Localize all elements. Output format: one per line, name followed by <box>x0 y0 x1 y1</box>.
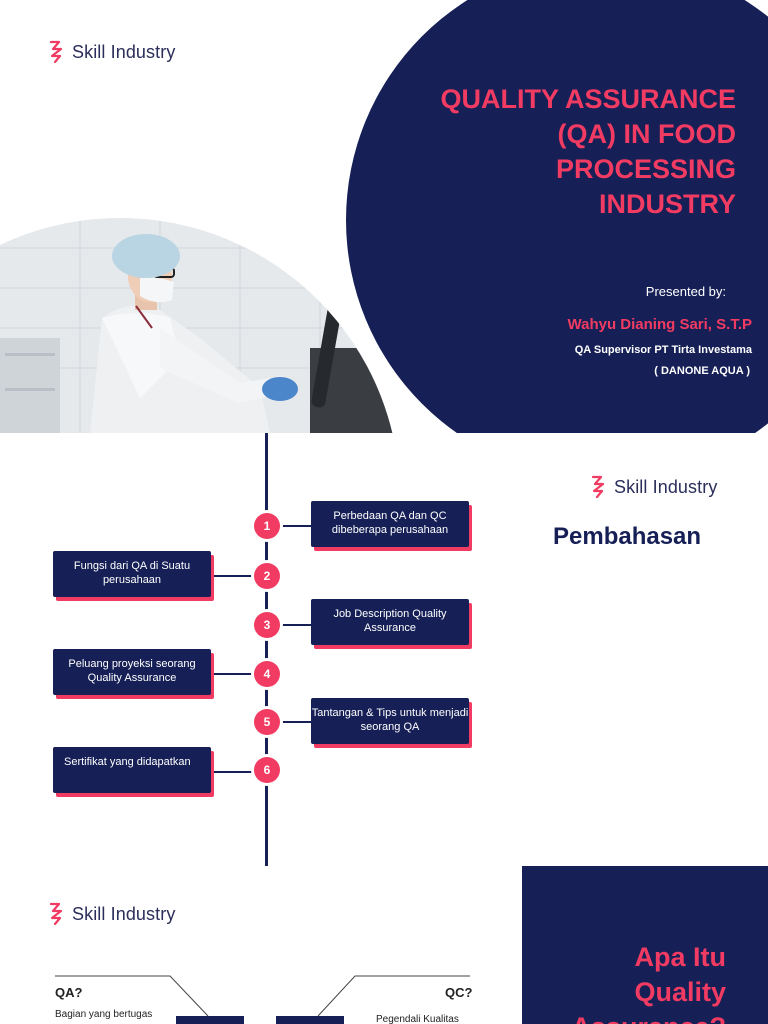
presenter-name: Wahyu Dianing Sari, S.T.P <box>567 316 752 333</box>
section-title: Apa Itu Quality Assurance? <box>571 940 726 1024</box>
title-line: INDUSTRY <box>598 189 736 219</box>
agenda-number-3: 3 <box>254 612 280 638</box>
navy-panel <box>522 866 768 1024</box>
agenda-item-2: Fungsi dari QA di Suatu perusahaan <box>53 551 211 597</box>
agenda-item-text: Sertifikat yang didapatkan <box>64 756 191 768</box>
qa-qc-connector-lines <box>55 975 470 1017</box>
lab-worker-photo <box>0 218 430 433</box>
logo-mark-icon <box>49 40 63 64</box>
agenda-item-text: Job Description Quality Assurance <box>333 608 447 634</box>
logo-text: Skill Industry <box>614 476 718 497</box>
agenda-item-5: Tantangan & Tips untuk menjadi seorang Q… <box>311 698 469 744</box>
qc-question-label: QC? <box>445 985 473 1000</box>
connector-1 <box>268 525 312 527</box>
agenda-slide: 1 2 3 4 5 6 Perbedaan QA dan QC dibebera… <box>0 433 768 866</box>
logo-text: Skill Industry <box>72 41 176 62</box>
section-title-line: Apa Itu <box>634 942 727 972</box>
logo-mark-icon <box>49 902 63 926</box>
qc-box <box>276 1016 344 1024</box>
title-slide: Skill Industry <box>0 0 768 433</box>
agenda-item-text: Fungsi dari QA di Suatu perusahaan <box>73 560 191 586</box>
navy-circle-background <box>346 0 768 433</box>
connector-4 <box>211 673 265 675</box>
agenda-number-1: 1 <box>254 513 280 539</box>
presenter-organization: ( DANONE AQUA ) <box>654 365 750 377</box>
timeline-line <box>265 433 268 866</box>
agenda-item-4: Peluang proyeksi seorang Quality Assuran… <box>53 649 211 695</box>
title-line: (QA) IN FOOD <box>557 119 736 149</box>
agenda-item-text: Tantangan & Tips untuk menjadi seorang Q… <box>311 707 469 733</box>
connector-6 <box>211 771 265 773</box>
agenda-item-3: Job Description Quality Assurance <box>311 599 469 645</box>
presentation-title: QUALITY ASSURANCE (QA) IN FOOD PROCESSIN… <box>406 82 736 222</box>
qa-box <box>176 1016 244 1024</box>
logo-text: Skill Industry <box>72 903 176 924</box>
presenter-role: QA Supervisor PT Tirta Investama <box>574 344 752 356</box>
connector-2 <box>211 575 265 577</box>
agenda-item-6: Sertifikat yang didapatkan <box>53 747 211 793</box>
agenda-item-1: Perbedaan QA dan QC dibeberapa perusahaa… <box>311 501 469 547</box>
logo-mark-icon <box>591 475 605 499</box>
connector-3 <box>268 624 312 626</box>
qc-description: Pegendali Kualitas <box>376 1014 459 1024</box>
title-line: QUALITY ASSURANCE <box>440 84 736 114</box>
presented-by-label: Presented by: <box>645 284 726 299</box>
skill-industry-logo: Skill Industry <box>590 475 717 499</box>
skill-industry-logo: Skill Industry <box>48 902 175 926</box>
agenda-item-text: Peluang proyeksi seorang Quality Assuran… <box>68 658 196 684</box>
agenda-number-6: 6 <box>254 757 280 783</box>
qa-description: Bagian yang bertugas <box>55 1009 153 1020</box>
agenda-heading: Pembahasan <box>553 523 702 550</box>
lab-scene-illustration <box>0 218 400 433</box>
agenda-number-5: 5 <box>254 709 280 735</box>
connector-5 <box>268 721 312 723</box>
section-title-line: Quality <box>634 977 726 1007</box>
qa-question-label: QA? <box>55 985 83 1000</box>
qa-intro-slide: Skill Industry QA? QC? Bagian yang bertu… <box>0 866 768 1024</box>
skill-industry-logo: Skill Industry <box>48 40 175 64</box>
agenda-item-text: Perbedaan QA dan QC dibeberapa perusahaa… <box>331 510 449 536</box>
agenda-number-4: 4 <box>254 661 280 687</box>
section-title-line: Assurance? <box>571 1010 726 1024</box>
title-line: PROCESSING <box>555 154 736 184</box>
agenda-number-2: 2 <box>254 563 280 589</box>
